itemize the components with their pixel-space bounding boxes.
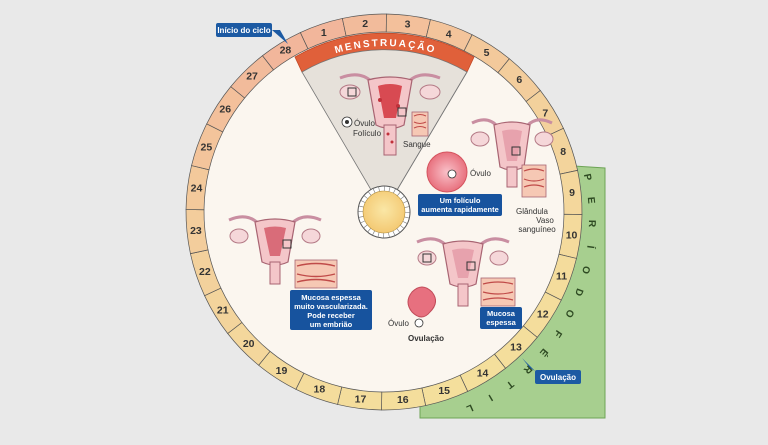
day-number: 21 bbox=[217, 305, 229, 317]
box-vascular-mucosa-line-3: Pode receber bbox=[307, 311, 355, 320]
day-number: 1 bbox=[321, 27, 327, 39]
box-follicle: Um folículo aumenta rapidamente bbox=[418, 194, 502, 216]
day-number: 9 bbox=[569, 187, 575, 199]
center-dial bbox=[358, 186, 410, 238]
day-number: 15 bbox=[438, 385, 450, 397]
cycle-start-tag: Início do ciclo bbox=[216, 23, 288, 44]
day-number: 19 bbox=[276, 365, 288, 377]
label-glandula: Glândula bbox=[516, 207, 549, 216]
day-number: 22 bbox=[199, 266, 211, 278]
label-ovulo-2: Óvulo bbox=[470, 169, 491, 178]
ovule-icon bbox=[448, 170, 456, 178]
day-number: 17 bbox=[355, 394, 367, 406]
day-number: 28 bbox=[280, 45, 292, 57]
box-vascular-mucosa-line-1: Mucosa espessa bbox=[301, 293, 361, 302]
day-number: 27 bbox=[246, 71, 258, 83]
day-number: 4 bbox=[446, 28, 452, 40]
ovule-icon bbox=[415, 319, 423, 327]
label-ovulo-1: Óvulo bbox=[354, 119, 375, 128]
day-number: 8 bbox=[560, 146, 566, 158]
box-thick-mucosa: Mucosa espessa bbox=[480, 307, 522, 329]
cycle-start-text: Início do ciclo bbox=[217, 26, 270, 35]
day-number: 13 bbox=[510, 341, 522, 353]
box-thick-mucosa-line-2: espessa bbox=[486, 318, 516, 327]
day-number: 26 bbox=[219, 103, 231, 115]
day-number: 20 bbox=[243, 338, 255, 350]
day-number: 2 bbox=[362, 18, 368, 30]
day-number: 23 bbox=[190, 225, 202, 237]
ovulation-tag-text: Ovulação bbox=[540, 373, 576, 382]
day-number: 11 bbox=[556, 271, 567, 283]
day-number: 14 bbox=[477, 367, 489, 379]
box-vascular-mucosa-line-2: muito vascularizada. bbox=[294, 302, 368, 311]
day-number: 25 bbox=[201, 141, 213, 153]
day-number: 5 bbox=[484, 47, 490, 59]
ovule-dot bbox=[345, 120, 349, 124]
day-number: 7 bbox=[542, 107, 548, 119]
box-thick-mucosa-line-1: Mucosa bbox=[487, 309, 516, 318]
label-ovulacao: Ovulação bbox=[408, 334, 444, 343]
box-vascular-mucosa-line-4: um embrião bbox=[310, 320, 353, 329]
label-ovulo-3: Óvulo bbox=[388, 319, 409, 328]
day-number: 6 bbox=[516, 74, 522, 86]
box-follicle-line-1: Um folículo bbox=[440, 196, 481, 205]
box-follicle-line-2: aumenta rapidamente bbox=[421, 205, 499, 214]
follicle-icon bbox=[427, 152, 467, 192]
day-number: 16 bbox=[397, 394, 409, 406]
label-foliculo: Folículo bbox=[353, 129, 382, 138]
label-vaso-1: Vaso bbox=[536, 216, 554, 225]
label-sangue: Sangue bbox=[403, 140, 431, 149]
day-number: 24 bbox=[191, 182, 203, 194]
day-number: 12 bbox=[537, 309, 549, 321]
fertile-letter: R bbox=[586, 220, 597, 228]
box-vascular-mucosa: Mucosa espessa muito vascularizada. Pode… bbox=[290, 290, 372, 330]
day-number: 10 bbox=[566, 230, 578, 242]
label-vaso-2: sanguíneo bbox=[518, 225, 556, 234]
day-number: 3 bbox=[405, 18, 411, 30]
day-number: 18 bbox=[314, 384, 326, 396]
